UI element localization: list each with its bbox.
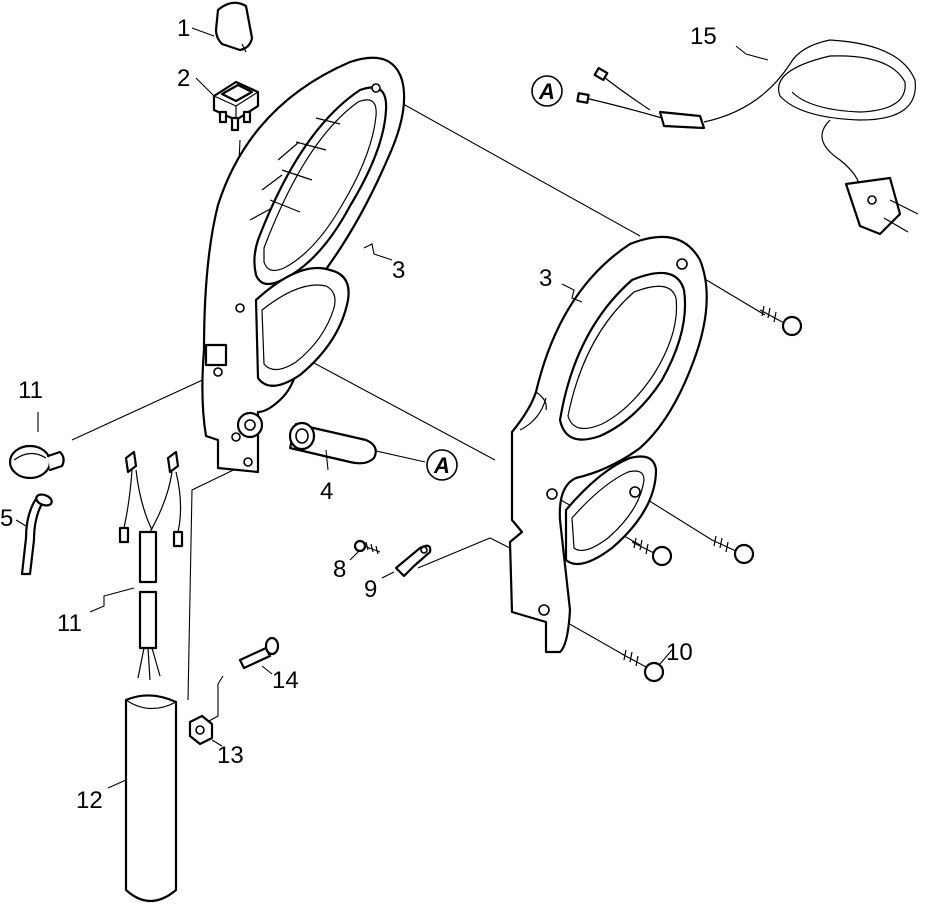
callout-3-right: 3 bbox=[539, 265, 552, 292]
part-12-tube bbox=[124, 694, 178, 903]
callout-5: 5 bbox=[0, 505, 13, 532]
connection-marker-a-sleeve: A bbox=[426, 449, 458, 481]
callout-4: 4 bbox=[320, 478, 333, 505]
callout-labels: 1 2 3 3 4 5 8 9 10 11 11 12 13 14 15 bbox=[0, 15, 717, 814]
part-3-right-handle-frame bbox=[508, 235, 708, 654]
connection-marker-a-top: A bbox=[531, 75, 563, 107]
part-4-sleeve bbox=[288, 421, 377, 465]
screw-upper-right bbox=[759, 305, 803, 337]
part-2-switch bbox=[212, 80, 260, 132]
label-ticks bbox=[15, 27, 769, 789]
part-15-power-cord bbox=[576, 39, 919, 236]
callout-8: 8 bbox=[333, 556, 346, 583]
part-13-nut bbox=[188, 714, 214, 746]
callout-15: 15 bbox=[690, 23, 717, 50]
callout-11-harness: 11 bbox=[57, 610, 82, 637]
part-3-left-handle-frame bbox=[201, 56, 406, 474]
callout-13: 13 bbox=[217, 742, 244, 769]
screw-middle-right bbox=[711, 535, 755, 565]
part-1-cap bbox=[214, 1, 254, 53]
marker-a-label: A bbox=[538, 79, 555, 104]
callout-9: 9 bbox=[364, 576, 377, 603]
part-9-cable-lug bbox=[394, 544, 432, 578]
callout-14: 14 bbox=[272, 667, 299, 694]
part-8-screw bbox=[353, 539, 381, 555]
part-10-screws bbox=[621, 305, 803, 683]
part-14-bolt bbox=[238, 636, 280, 670]
part-11-knob bbox=[8, 444, 65, 480]
part-5-hose bbox=[20, 493, 53, 576]
callout-12: 12 bbox=[76, 787, 103, 814]
marker-a-label: A bbox=[433, 453, 450, 478]
screw-middle-left bbox=[631, 537, 673, 567]
callout-2: 2 bbox=[177, 65, 190, 92]
callout-11-knob: 11 bbox=[18, 377, 43, 404]
callout-10: 10 bbox=[666, 639, 693, 666]
screw-bottom bbox=[621, 649, 665, 683]
part-11-wiring-harness bbox=[118, 450, 184, 681]
callout-3-left: 3 bbox=[392, 257, 405, 284]
callout-1: 1 bbox=[177, 15, 190, 42]
